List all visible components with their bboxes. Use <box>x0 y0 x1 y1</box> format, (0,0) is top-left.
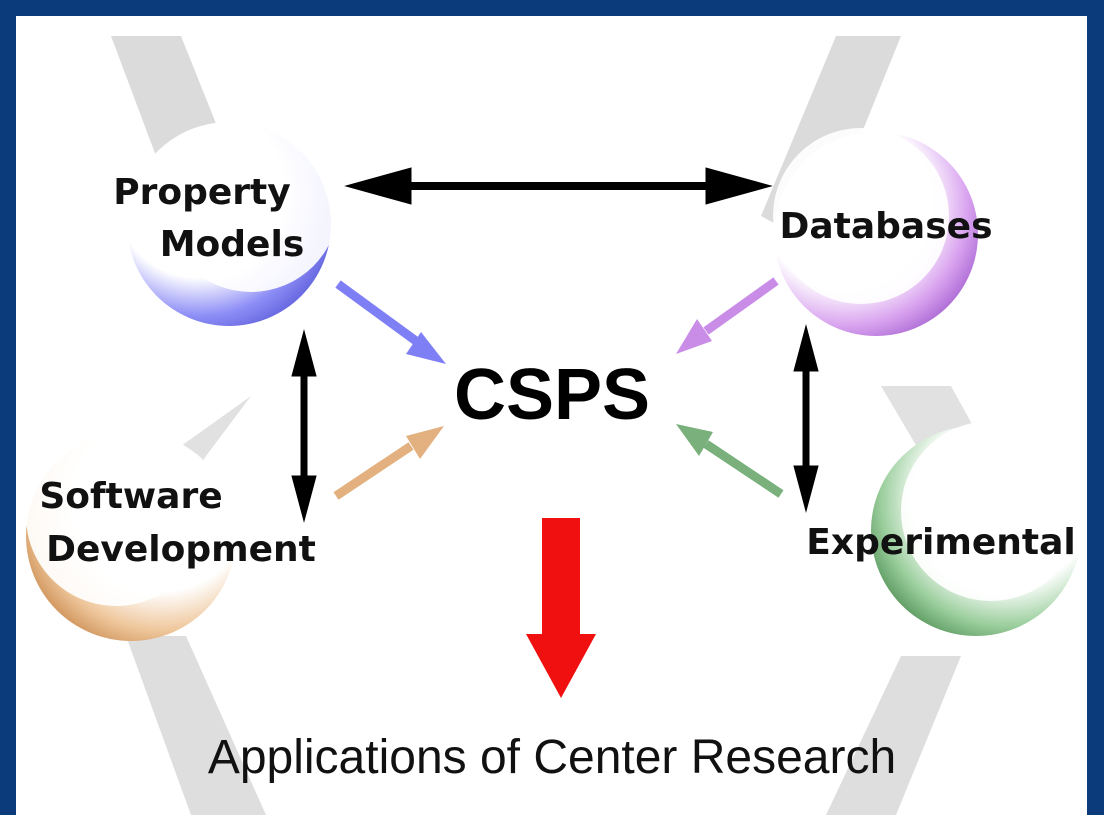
feeder-arrows <box>333 277 784 500</box>
applications-label: Applications of Center Research <box>208 731 896 784</box>
software-development-label-line2: Development <box>46 529 316 570</box>
experimental-node: Experimental <box>806 421 1081 636</box>
software-development-label-line1: Software <box>39 476 222 517</box>
models-to-csps-arrow <box>335 280 446 364</box>
databases-node: Databases <box>773 128 993 336</box>
databases-to-csps-arrow <box>676 277 779 354</box>
models-databases-arrow <box>344 167 773 205</box>
experimental-label: Experimental <box>806 522 1076 563</box>
csps-diagram: Property Models Databases Software Devel… <box>26 36 1081 815</box>
csps-center-label: CSPS <box>454 355 650 435</box>
property-models-label-line2: Models <box>160 224 305 265</box>
software-to-csps-arrow <box>333 426 444 500</box>
property-models-label-line1: Property <box>113 172 291 213</box>
diagram-panel: Property Models Databases Software Devel… <box>16 16 1087 815</box>
software-development-node: Software Development <box>26 426 316 641</box>
models-software-arrow <box>291 329 317 523</box>
databases-experimental-arrow <box>793 324 819 513</box>
link-arrows <box>291 167 819 523</box>
property-models-node: Property Models <box>113 116 339 326</box>
databases-label: Databases <box>779 206 992 247</box>
experimental-to-csps-arrow <box>676 424 784 498</box>
output-arrow <box>526 518 596 698</box>
